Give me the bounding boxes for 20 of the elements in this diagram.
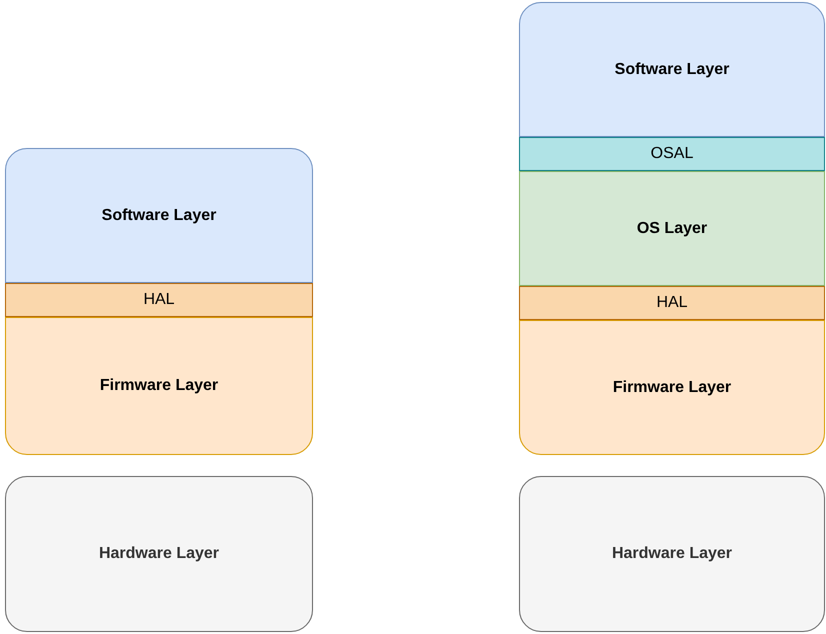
layer-label: Firmware Layer <box>100 377 218 395</box>
firmware-layer-box <box>5 317 313 455</box>
layer-label: Hardware Layer <box>98 545 220 563</box>
layer-label: OS Layer <box>636 220 708 238</box>
firmware-layer-box <box>519 320 825 455</box>
layer-label: OSAL <box>650 145 694 163</box>
layer-label: Software Layer <box>102 206 216 224</box>
layer-label: HAL <box>143 291 175 309</box>
hal-layer-box <box>5 283 313 317</box>
software-layer-box <box>519 2 825 137</box>
hardware-layer-box <box>519 476 825 632</box>
software-layer-box <box>5 148 313 283</box>
osal-layer-box <box>519 137 825 171</box>
layer-label: Firmware Layer <box>612 378 732 396</box>
hardware-layer-box <box>5 476 313 632</box>
hal-layer-box <box>519 286 825 320</box>
layer-label: Software Layer <box>614 60 730 78</box>
layer-label: Hardware Layer <box>612 545 732 563</box>
os-layer-box <box>519 171 825 286</box>
layer-label: HAL <box>656 294 688 312</box>
